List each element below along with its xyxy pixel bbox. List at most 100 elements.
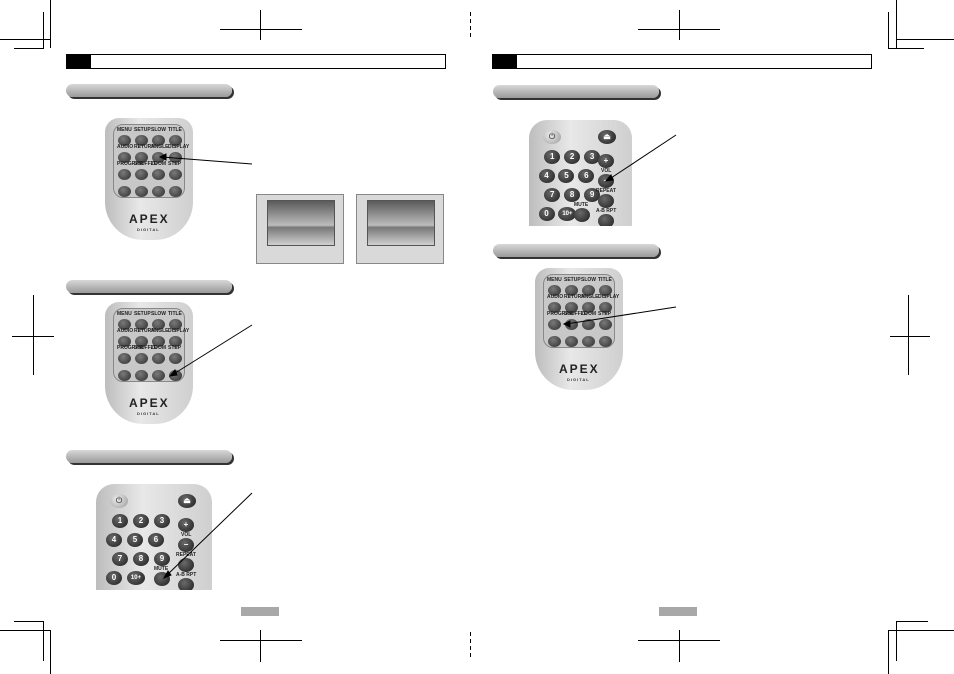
crop-mark: [470, 632, 471, 660]
remote-button: [135, 186, 148, 197]
brand-logo: APEX: [129, 396, 170, 410]
remote-button: [599, 336, 612, 347]
crop-mark: [50, 630, 51, 674]
remote-button: [135, 152, 148, 163]
number-button: 3: [584, 150, 601, 164]
crop-mark: [679, 10, 680, 40]
button-label: ZOOM: [151, 345, 166, 351]
crop-mark: [220, 640, 302, 641]
crop-mark: [888, 630, 954, 631]
button-label: SHUFFLE: [564, 311, 588, 317]
volume-label: VOL: [601, 168, 612, 174]
ab-repeat-label: A-B RPT: [176, 572, 197, 578]
crop-mark: [220, 29, 302, 30]
remote-button: [135, 336, 148, 347]
button-label: AUDIO: [117, 144, 134, 150]
remote-button: [118, 353, 131, 364]
crop-mark: [679, 630, 680, 662]
button-label: SLOW: [151, 311, 166, 317]
number-button: 4: [106, 533, 122, 547]
number-button: 5: [558, 169, 575, 183]
button-label: TITLE: [598, 277, 612, 283]
remote-button: [152, 186, 165, 197]
crop-mark: [896, 0, 897, 48]
section-heading-pill: [66, 84, 232, 97]
section-heading-pill: [493, 85, 659, 98]
number-button: 4: [538, 169, 555, 183]
brand-sub: DIGITAL: [137, 411, 160, 416]
button-label: MENU: [117, 311, 132, 317]
remote-button: [169, 135, 182, 146]
remote-button: [118, 186, 131, 197]
repeat-label: REPEAT: [596, 188, 616, 194]
remote-button: [548, 302, 561, 313]
remote-button: [565, 285, 578, 296]
crop-mark: [888, 12, 889, 49]
number-button: 0: [538, 207, 555, 221]
power-button: ⏻: [110, 494, 128, 508]
remote-button: [582, 336, 595, 347]
button-label: STEP: [168, 345, 182, 351]
mute-label: MUTE: [154, 566, 169, 572]
remote-button: [548, 336, 561, 347]
crop-mark: [888, 630, 889, 674]
button-label: PROGRAM: [547, 311, 574, 317]
crop-mark: [14, 621, 44, 622]
remote-button: [118, 152, 131, 163]
crop-mark: [43, 12, 44, 49]
tv-image: [256, 194, 344, 264]
button-label: SETUP: [134, 127, 151, 133]
volume-up-button: +: [598, 154, 614, 168]
eject-button: ⏏: [598, 130, 616, 144]
remote-button: [135, 353, 148, 364]
button-label: SLOW: [151, 127, 166, 133]
brand-logo: APEX: [559, 362, 600, 376]
button-label: ANGLE: [581, 294, 599, 300]
remote-button: [169, 186, 182, 197]
remote-button: [118, 169, 131, 180]
volume-down-button: −: [178, 538, 194, 552]
button-label: AUDIO: [117, 328, 134, 334]
ab-repeat-label: A-B RPT: [596, 208, 617, 214]
remote-button: [599, 302, 612, 313]
button-label: PROGRAM: [117, 345, 144, 351]
button-label: SLOW: [581, 277, 596, 283]
number-button: 8: [133, 552, 149, 566]
button-label: PROGRAM: [117, 161, 144, 167]
remote-button: [582, 319, 595, 330]
remote-button: [169, 319, 182, 330]
volume-label: VOL: [181, 532, 192, 538]
remote-button: [565, 336, 578, 347]
number-button: 6: [578, 169, 595, 183]
brand-sub: DIGITAL: [137, 227, 160, 232]
button-label: SETUP: [564, 277, 581, 283]
button-label: STEP: [598, 311, 612, 317]
remote-button: [599, 319, 612, 330]
button-label: TITLE: [168, 127, 182, 133]
crop-mark: [0, 630, 50, 631]
remote-button: [565, 302, 578, 313]
crop-mark: [890, 336, 930, 337]
crop-mark: [12, 336, 54, 337]
crop-mark: [896, 39, 954, 40]
button-label: ZOOM: [581, 311, 596, 317]
button-label: SHUFFLE: [134, 161, 158, 167]
remote-button: [152, 135, 165, 146]
eject-button: ⏏: [178, 494, 196, 508]
tv-image: [356, 194, 444, 264]
button-label: ANGLE: [151, 144, 169, 150]
remote-button: [118, 319, 131, 330]
remote-button: [152, 169, 165, 180]
remote-button: [582, 302, 595, 313]
button-label: SHUFFLE: [134, 345, 158, 351]
repeat-label: REPEAT: [176, 552, 196, 558]
remote-button: [169, 152, 182, 163]
repeat-button: [178, 558, 194, 572]
button-label: RETURN: [564, 294, 585, 300]
remote-button: [152, 353, 165, 364]
